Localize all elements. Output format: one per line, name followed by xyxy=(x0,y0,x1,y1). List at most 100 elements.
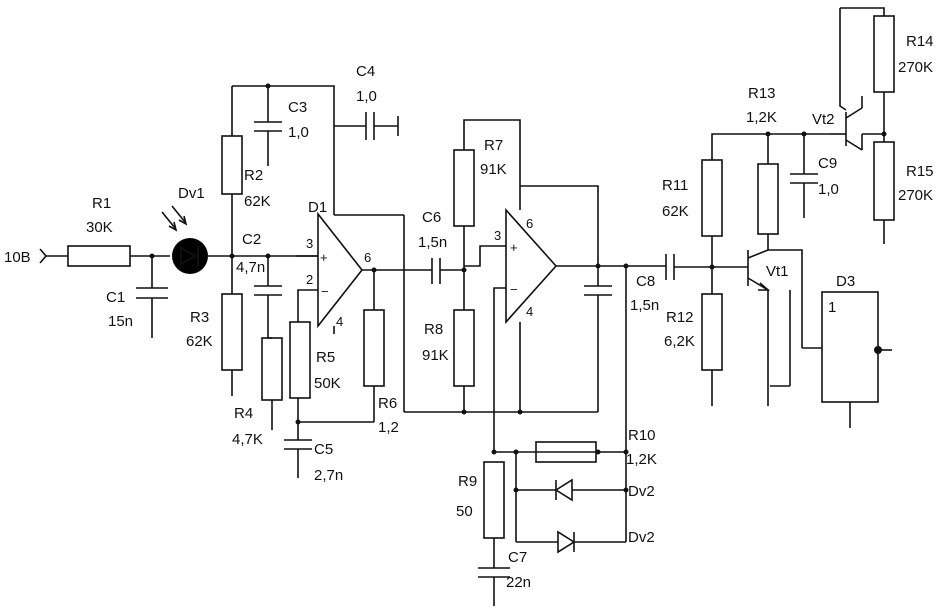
diode-dv2b: Dv2 xyxy=(516,529,655,554)
capacitor-c1: C1 15n xyxy=(106,253,168,338)
r1-value: 30K xyxy=(86,219,113,236)
r10-value: 1,2K xyxy=(626,451,657,468)
capacitor-c4: C4 1,0 xyxy=(334,63,399,140)
u2-pin-plus: 3 xyxy=(494,228,501,243)
r8-ref: R8 xyxy=(424,321,443,338)
r7-ref: R7 xyxy=(484,137,503,154)
d1-ref: D1 xyxy=(308,199,327,216)
resistor-r7: R7 91K xyxy=(453,119,521,270)
u2-pin-out: 6 xyxy=(526,216,533,231)
c3-ref: C3 xyxy=(288,99,307,116)
svg-text:+: + xyxy=(510,240,518,255)
r9-ref: R9 xyxy=(458,473,477,490)
diode-dv2a: Dv2 xyxy=(513,478,655,502)
capacitor-c8: C8 1,5n xyxy=(630,254,748,314)
wire xyxy=(840,7,885,16)
c7-value: 22n xyxy=(506,574,531,591)
resistor-r6: R6 1,2 xyxy=(298,267,399,436)
r14-ref: R14 xyxy=(906,33,934,50)
resistor-r13: R13 1,2K xyxy=(746,85,779,250)
vt2-ref: Vt2 xyxy=(812,111,835,128)
c9-value: 1,0 xyxy=(818,181,839,198)
r3-ref: R3 xyxy=(190,309,209,326)
capacitor-c9: C9 1,0 xyxy=(790,131,839,218)
r4-value: 4,7K xyxy=(232,431,263,448)
r10-ref: R10 xyxy=(628,427,656,444)
c3-value: 1,0 xyxy=(288,124,309,141)
resistor-r3: R3 62K xyxy=(186,256,243,396)
d3-ref: D3 xyxy=(836,273,855,290)
resistor-r10: R10 1,2K xyxy=(535,427,657,468)
transistor-vt1: Vt1 xyxy=(747,249,803,406)
opamp-d1: D1 3 2 6 4 + − xyxy=(296,199,432,334)
c4-ref: C4 xyxy=(356,63,375,80)
r12-ref: R12 xyxy=(666,309,694,326)
dv2b-ref: Dv2 xyxy=(628,529,655,546)
c9-ref: C9 xyxy=(818,155,837,172)
resistor-r12: R12 6,2K xyxy=(664,267,723,406)
ic-d3: D3 1 xyxy=(821,273,892,428)
r12-value: 6,2K xyxy=(664,333,695,350)
c8-ref: C8 xyxy=(636,273,655,290)
r2-value: 62K xyxy=(244,193,271,210)
c2-value: 4,7n xyxy=(236,259,265,276)
r13-value: 1,2K xyxy=(746,109,777,126)
c5-value: 2,7n xyxy=(314,467,343,484)
d1-pin-minus: 2 xyxy=(306,272,313,287)
resistor-r4: R4 4,7K xyxy=(232,337,283,448)
d1-pin-plus: 3 xyxy=(306,236,313,251)
c1-value: 15n xyxy=(108,313,133,330)
resistor-r9: R9 50 xyxy=(456,449,505,568)
c4-value: 1,0 xyxy=(356,88,377,105)
resistor-r2: R2 62K xyxy=(221,86,271,256)
dv2a-ref: Dv2 xyxy=(628,483,655,500)
c1-ref: C1 xyxy=(106,289,125,306)
c5-ref: C5 xyxy=(314,441,333,458)
dv1-ref: Dv1 xyxy=(178,185,205,202)
d1-pin-out: 6 xyxy=(364,250,371,265)
r8-value: 91K xyxy=(422,347,449,364)
c7-ref: C7 xyxy=(508,549,527,566)
r14-value: 270K xyxy=(898,59,933,76)
capacitor-c5: C5 2,7n xyxy=(284,419,343,484)
r9-value: 50 xyxy=(456,503,473,520)
svg-text:+: + xyxy=(320,250,328,265)
r11-value: 62K xyxy=(662,203,689,220)
r6-ref: R6 xyxy=(378,395,397,412)
r7-value: 91K xyxy=(480,161,507,178)
resistor-r15: R15 270K xyxy=(873,141,934,244)
c8-value: 1,5n xyxy=(630,297,659,314)
opamp-2: 3 6 4 + − xyxy=(464,207,598,452)
c2-ref: C2 xyxy=(242,231,261,248)
svg-text:−: − xyxy=(321,284,329,299)
resistor-r5: R5 50K xyxy=(289,321,341,422)
r4-ref: R4 xyxy=(234,405,253,422)
resistor-r11: R11 62K xyxy=(662,133,830,267)
wire xyxy=(520,185,599,266)
capacitor-c6: C6 1,5n xyxy=(418,209,464,284)
r15-value: 270K xyxy=(898,187,933,204)
u2-pin-gnd: 4 xyxy=(526,304,533,319)
resistor-r1: R1 30K xyxy=(67,195,170,267)
c6-value: 1,5n xyxy=(418,234,447,251)
r6-value: 1,2 xyxy=(378,419,399,436)
input-label: 10B xyxy=(4,249,31,266)
capacitor-c3: C3 1,0 xyxy=(254,83,309,166)
resistor-r8: R8 91K xyxy=(422,270,475,412)
capacitor-c2: C2 4,7n xyxy=(236,231,282,338)
r5-value: 50K xyxy=(314,375,341,392)
capacitor-c7: C7 22n xyxy=(478,549,531,606)
transistor-vt2: Vt2 xyxy=(812,8,884,151)
r2-ref: R2 xyxy=(244,167,263,184)
svg-text:−: − xyxy=(510,282,518,297)
resistor-r14: R14 270K xyxy=(873,15,934,142)
photodiode-dv1: Dv1 xyxy=(161,185,232,274)
d1-pin-gnd: 4 xyxy=(336,314,343,329)
r15-ref: R15 xyxy=(906,163,934,180)
r11-ref: R11 xyxy=(662,177,688,194)
d3-pin: 1 xyxy=(828,299,836,316)
capacitor-out xyxy=(584,266,612,412)
r13-ref: R13 xyxy=(748,85,776,102)
c6-ref: C6 xyxy=(422,209,441,226)
